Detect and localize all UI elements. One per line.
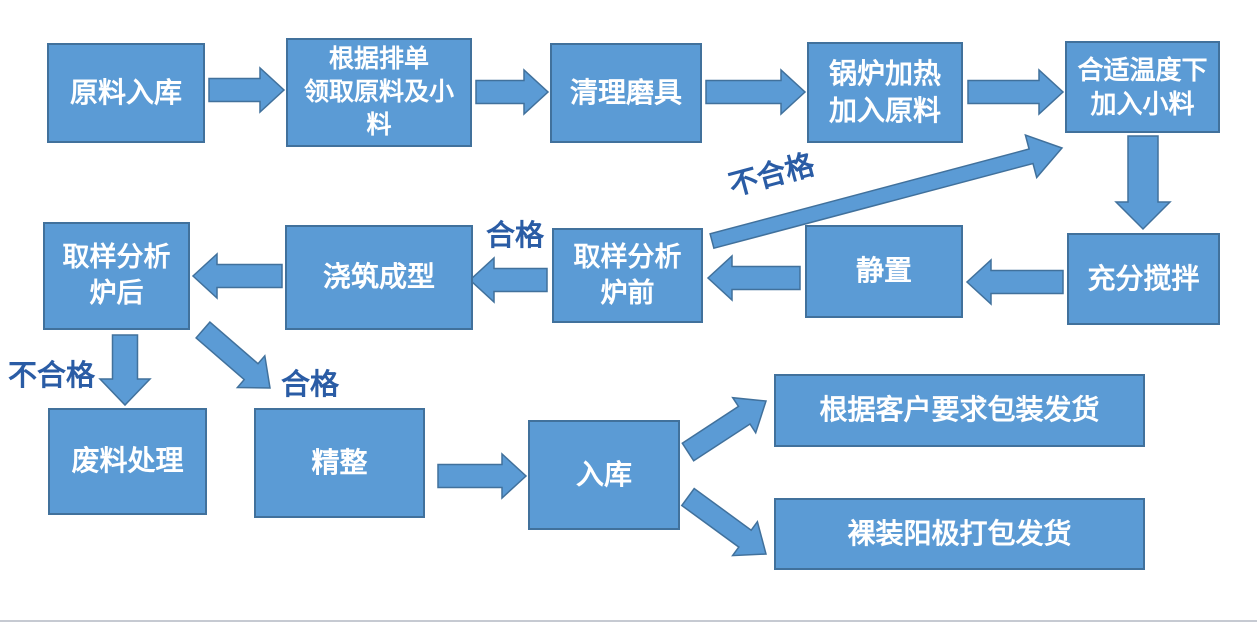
- arrow-post-sample-to-waste: [98, 334, 152, 407]
- flow-node-boiler-heat-add-raw: 锅炉加热 加入原料: [807, 42, 963, 143]
- flow-node-stir-thoroughly: 充分搅拌: [1067, 233, 1220, 325]
- arrow-casting-to-post-sample: [191, 252, 283, 300]
- flow-node-settle: 静置: [805, 225, 963, 318]
- flow-node-warehouse-in: 入库: [528, 420, 680, 530]
- arrow-pre-sample-to-casting: [468, 256, 548, 304]
- label-pass-post-furnace: 合格: [281, 369, 340, 401]
- flow-node-finishing: 精整: [254, 408, 425, 518]
- arrow-rework-to-additives: [709, 133, 1064, 250]
- arrow-additives-to-stir: [1114, 135, 1172, 231]
- flow-node-add-additives-at-temp: 合适温度下 加入小料: [1065, 41, 1220, 133]
- arrow-pick-to-clean: [475, 68, 550, 116]
- arrow-clean-to-boiler: [705, 68, 807, 116]
- arrow-boiler-to-additives: [967, 68, 1065, 116]
- arrow-warehouse-to-bare: [680, 487, 767, 557]
- flow-node-sample-analysis-pre-furnace: 取样分析 炉前: [552, 228, 703, 323]
- label-pass-pre-furnace: 合格: [486, 220, 545, 252]
- arrow-inbound-to-pick: [208, 66, 286, 114]
- flow-node-pack-ship-per-customer: 根据客户要求包装发货: [774, 374, 1145, 447]
- flow-node-waste-disposal: 废料处理: [48, 408, 207, 515]
- flow-node-bare-anode-pack-ship: 裸装阳极打包发货: [774, 498, 1145, 570]
- label-fail-post-furnace: 不合格: [8, 360, 96, 392]
- flow-node-pick-materials-per-schedule: 根据排单 领取原料及小 料: [286, 38, 472, 147]
- arrow-settle-to-pre-sample: [706, 254, 801, 302]
- arrow-stir-to-settle: [965, 258, 1064, 306]
- slide-bottom-border: [0, 620, 1257, 622]
- arrow-post-sample-to-finish: [195, 321, 271, 389]
- flow-node-raw-material-inbound: 原料入库: [47, 43, 205, 143]
- arrow-warehouse-to-pack: [681, 396, 768, 462]
- flow-node-casting-molding: 浇筑成型: [285, 225, 473, 330]
- arrow-finish-to-warehouse: [437, 452, 528, 500]
- flow-node-sample-analysis-post-furnace: 取样分析 炉后: [43, 222, 190, 330]
- flow-node-clean-mold: 清理磨具: [550, 43, 702, 143]
